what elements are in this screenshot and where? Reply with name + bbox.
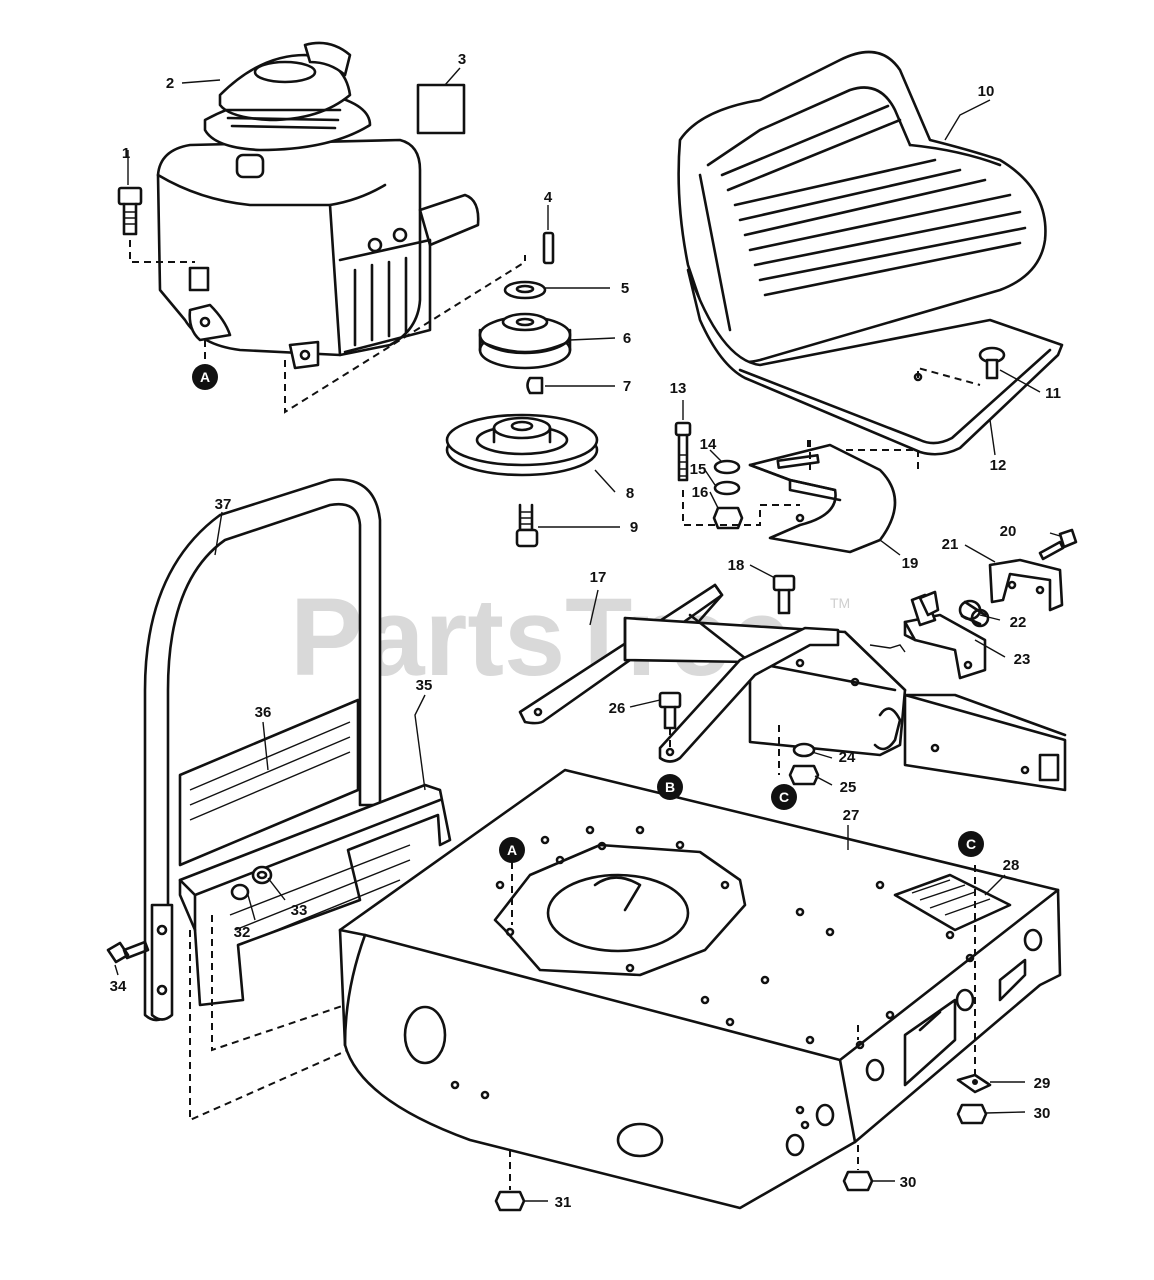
callout-3: 3 bbox=[458, 51, 466, 68]
reference-marker-a-engine: A bbox=[192, 364, 218, 390]
bolt-part-11 bbox=[978, 346, 1006, 380]
pulley-part-8 bbox=[445, 413, 599, 477]
bracket-part-21 bbox=[988, 558, 1064, 612]
callout-21: 21 bbox=[942, 536, 959, 553]
callout-17: 17 bbox=[590, 569, 607, 586]
callout-6: 6 bbox=[623, 330, 631, 347]
seat-pan-part-12 bbox=[686, 268, 1064, 456]
bolt-part-34 bbox=[106, 940, 150, 964]
key-part-7 bbox=[526, 376, 544, 395]
callout-25: 25 bbox=[840, 779, 857, 796]
callout-29: 29 bbox=[1034, 1075, 1051, 1092]
callout-12: 12 bbox=[990, 457, 1007, 474]
leader-lines bbox=[114, 67, 1061, 1202]
callout-32: 32 bbox=[234, 924, 251, 941]
spacer-part-22 bbox=[958, 599, 990, 628]
decal-part-3 bbox=[416, 83, 466, 135]
washer-part-15 bbox=[713, 480, 741, 496]
callout-18: 18 bbox=[728, 557, 745, 574]
leader-11-dash bbox=[917, 366, 981, 386]
callout-27: 27 bbox=[843, 807, 860, 824]
bolt-part-20 bbox=[1038, 528, 1078, 561]
callout-7: 7 bbox=[623, 378, 631, 395]
roll-bar-part-37 bbox=[143, 478, 382, 1022]
callout-23: 23 bbox=[1014, 651, 1031, 668]
callout-24: 24 bbox=[839, 749, 856, 766]
callout-36: 36 bbox=[255, 704, 272, 721]
switch-part-23 bbox=[869, 590, 987, 680]
callout-10: 10 bbox=[978, 83, 995, 100]
callout-16: 16 bbox=[692, 484, 709, 501]
callout-19: 19 bbox=[902, 555, 919, 572]
bolt-part-13 bbox=[674, 421, 692, 482]
reference-marker-b: B bbox=[657, 774, 683, 800]
leader-13-dash bbox=[682, 490, 800, 526]
callout-2: 2 bbox=[166, 75, 174, 92]
watermark-trademark: TM bbox=[830, 595, 850, 611]
callout-4: 4 bbox=[544, 189, 553, 206]
nut-part-30-bottom bbox=[842, 1170, 874, 1192]
callout-31: 31 bbox=[555, 1194, 572, 1211]
callout-1: 1 bbox=[122, 145, 130, 162]
callout-5: 5 bbox=[621, 280, 629, 297]
nut-part-31 bbox=[494, 1190, 526, 1212]
decal-part-36 bbox=[178, 698, 360, 867]
callout-33: 33 bbox=[291, 902, 308, 919]
plate-part-28 bbox=[893, 873, 1012, 932]
bolt-part-1 bbox=[117, 186, 143, 236]
frame-part-27 bbox=[338, 768, 1062, 1210]
engine bbox=[156, 41, 480, 370]
svg-text:B: B bbox=[665, 779, 675, 795]
washer-part-5 bbox=[503, 280, 547, 300]
washer-part-14 bbox=[713, 459, 741, 475]
nut-part-30-right bbox=[956, 1103, 988, 1125]
svg-text:A: A bbox=[200, 369, 210, 385]
callout-8: 8 bbox=[626, 485, 634, 502]
frame-part-17 bbox=[518, 583, 1067, 792]
callout-20: 20 bbox=[1000, 523, 1017, 540]
nut-part-25 bbox=[788, 764, 820, 786]
callout-14: 14 bbox=[700, 436, 717, 453]
reference-marker-c-tube: C bbox=[771, 784, 797, 810]
svg-text:C: C bbox=[779, 789, 789, 805]
bolt-part-9 bbox=[515, 503, 539, 548]
callout-11: 11 bbox=[1045, 385, 1061, 402]
callout-13: 13 bbox=[670, 380, 687, 397]
bolt-part-18 bbox=[772, 574, 796, 615]
leader-35-dash bbox=[211, 915, 361, 1052]
svg-text:C: C bbox=[966, 836, 976, 852]
reference-marker-a-frame: A bbox=[499, 837, 525, 863]
callout-9: 9 bbox=[630, 519, 638, 536]
reference-marker-c-frame: C bbox=[958, 831, 984, 857]
callout-28: 28 bbox=[1003, 857, 1020, 874]
washer-part-24 bbox=[792, 742, 816, 758]
callout-30-bottom: 30 bbox=[900, 1174, 917, 1191]
key-part-4 bbox=[542, 231, 555, 265]
leader-12-dash bbox=[807, 440, 919, 470]
panel-part-35 bbox=[178, 783, 452, 1007]
callout-26: 26 bbox=[609, 700, 626, 717]
clip-part-29 bbox=[956, 1073, 992, 1094]
svg-text:A: A bbox=[507, 842, 517, 858]
pulley-part-6 bbox=[478, 312, 572, 370]
leader-1 bbox=[129, 240, 195, 263]
nut-part-33 bbox=[251, 865, 273, 885]
callout-22: 22 bbox=[1010, 614, 1027, 631]
leader-engine-shaft bbox=[284, 255, 526, 414]
callout-37: 37 bbox=[215, 496, 232, 513]
bolt-part-26 bbox=[658, 691, 682, 730]
nut-part-16 bbox=[712, 506, 744, 530]
seat-bracket-part-19 bbox=[748, 443, 897, 554]
callout-34: 34 bbox=[110, 978, 127, 995]
callout-30-right: 30 bbox=[1034, 1105, 1051, 1122]
callout-15: 15 bbox=[690, 461, 707, 478]
callout-35: 35 bbox=[416, 677, 433, 694]
